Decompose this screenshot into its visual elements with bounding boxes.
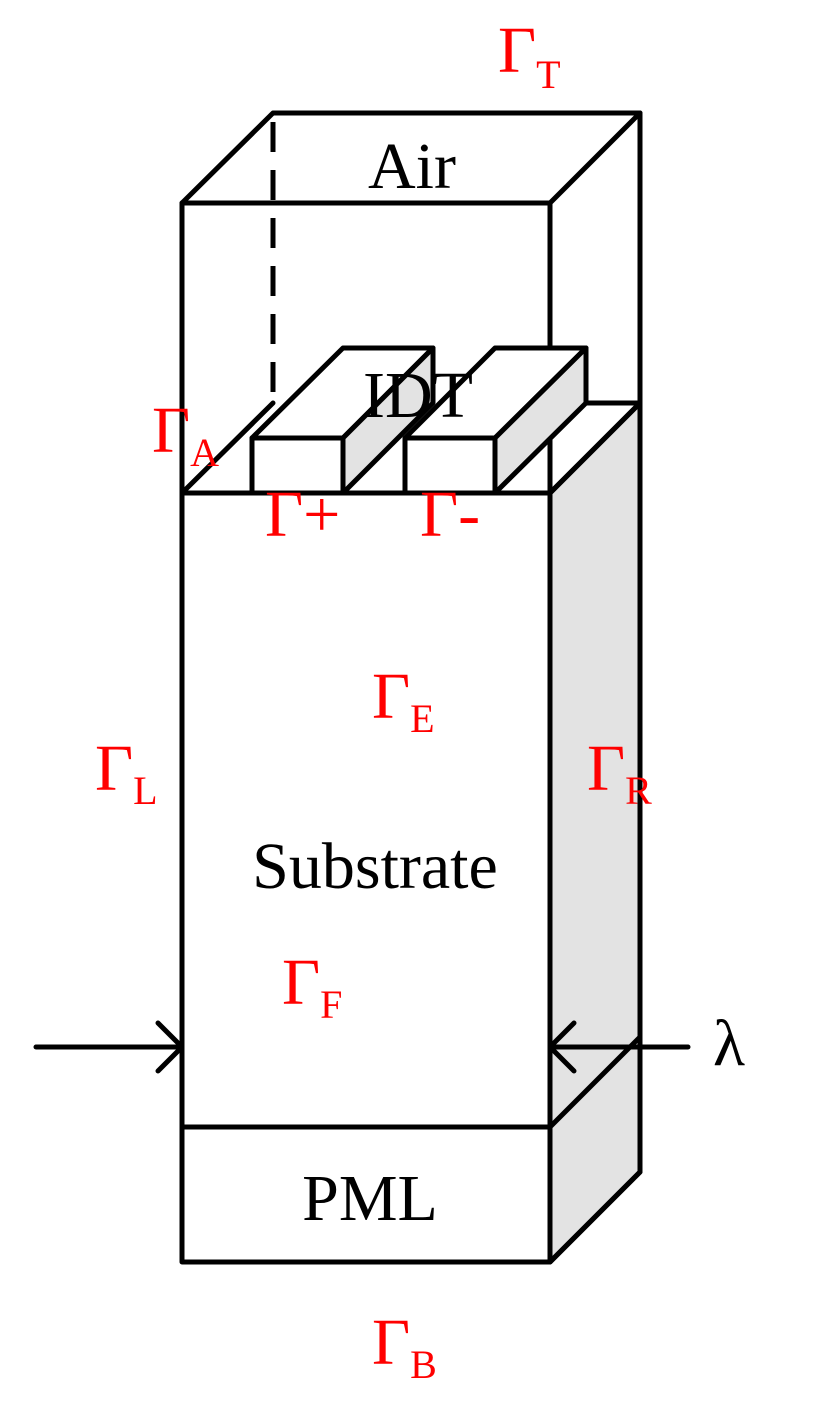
gamma-f-label: ΓF <box>282 946 342 1027</box>
idt-electrode-right <box>402 345 589 496</box>
gamma-plus-label: Γ+ <box>265 478 340 551</box>
pml-side-edge <box>547 1034 643 1130</box>
gamma-l-label: ΓL <box>95 732 158 813</box>
gamma-r-label: ΓR <box>587 732 652 813</box>
right-side-face <box>547 400 643 1265</box>
front-face <box>179 200 553 1265</box>
pml-label: PML <box>302 1162 438 1235</box>
lambda-label: λ <box>713 1007 745 1080</box>
bottom-side-edge <box>547 1169 643 1265</box>
gamma-t-label: ΓT <box>498 14 561 97</box>
substrate-left-top-edge <box>179 400 276 496</box>
gamma-a-label: ΓA <box>152 394 219 475</box>
gamma-minus-label: Γ- <box>420 478 480 551</box>
air-label: Air <box>368 130 456 203</box>
lambda-dimension-arrows <box>33 1020 691 1074</box>
gamma-e-label: ΓE <box>372 660 435 741</box>
substrate-right-top-edge <box>547 400 643 496</box>
gamma-b-label: ΓB <box>372 1306 437 1387</box>
idt-electrode-left <box>249 345 436 496</box>
substrate-label: Substrate <box>252 830 498 903</box>
idt-label: IDT <box>363 359 473 432</box>
